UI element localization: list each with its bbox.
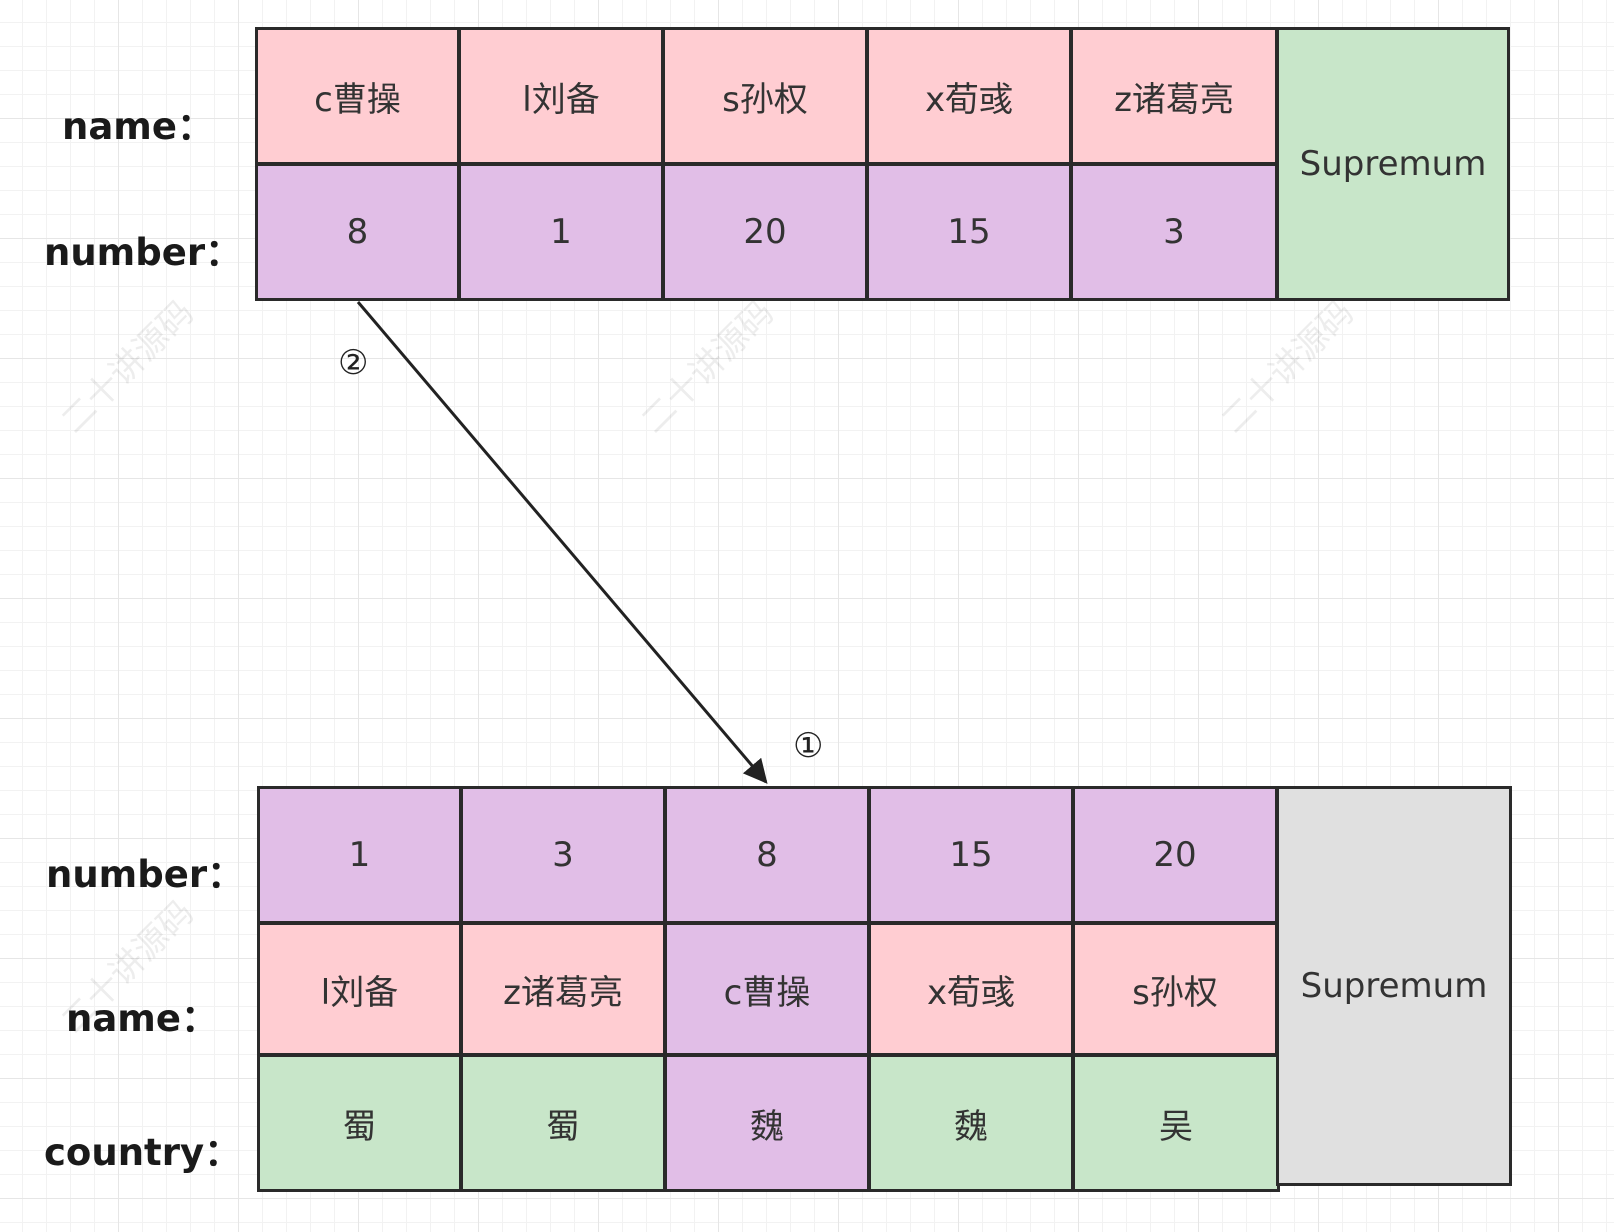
top-name-cell: l刘备: [458, 27, 664, 165]
bottom-country-label: country：: [44, 1131, 242, 1174]
step-1-marker: ①: [793, 726, 824, 766]
top-number-cell: 20: [662, 163, 868, 301]
top-number-label: number：: [44, 231, 243, 274]
bottom-country-cell: 蜀: [257, 1054, 462, 1192]
bottom-country-cell: 魏: [868, 1054, 1074, 1192]
top-supremum-cell: Supremum: [1276, 27, 1510, 301]
bottom-name-cell: x荀彧: [868, 922, 1074, 1056]
bottom-number-cell: 3: [460, 786, 666, 924]
top-name-cell: x荀彧: [866, 27, 1072, 165]
bottom-name-cell-highlighted: c曹操: [664, 922, 870, 1056]
step-2-marker: ②: [338, 343, 369, 383]
bottom-country-cell: 蜀: [460, 1054, 666, 1192]
bottom-supremum-cell: Supremum: [1276, 786, 1512, 1186]
bottom-number-cell: 1: [257, 786, 462, 924]
bottom-number-cell: 8: [664, 786, 870, 924]
top-name-label: name：: [62, 105, 214, 148]
top-number-cell: 8: [255, 163, 460, 301]
bottom-name-cell: l刘备: [257, 922, 462, 1056]
bottom-country-cell-highlighted: 魏: [664, 1054, 870, 1192]
bottom-name-label: name：: [66, 997, 218, 1040]
bottom-number-label: number：: [46, 853, 245, 896]
top-name-cell: c曹操: [255, 27, 460, 165]
bottom-name-cell: s孙权: [1072, 922, 1278, 1056]
top-number-cell: 15: [866, 163, 1072, 301]
top-number-cell: 3: [1070, 163, 1278, 301]
arrow-line: [356, 301, 768, 784]
bottom-number-cell: 20: [1072, 786, 1278, 924]
bottom-number-cell: 15: [868, 786, 1074, 924]
bottom-country-cell: 吴: [1072, 1054, 1280, 1192]
bottom-name-cell: z诸葛亮: [460, 922, 666, 1056]
